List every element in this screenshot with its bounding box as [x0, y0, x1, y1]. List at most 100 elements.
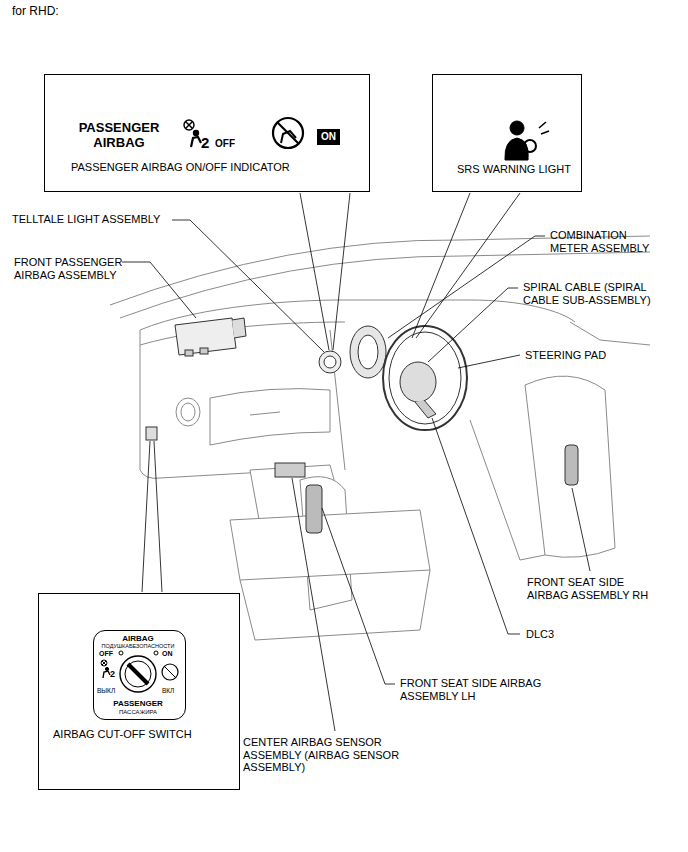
part-label: FRONT SEAT SIDE AIRBAG ASSEMBLY LH [400, 677, 550, 702]
car-interior [140, 330, 300, 478]
car-interior [250, 412, 280, 415]
car-interior [230, 510, 430, 580]
leader-line [458, 355, 520, 368]
switch-dial [120, 656, 156, 692]
components [358, 335, 378, 369]
switch-dial [162, 664, 178, 680]
switch-dial [101, 651, 178, 692]
switch-dial [102, 661, 106, 665]
leader-line [432, 418, 520, 634]
indicator-icon [184, 120, 194, 130]
switch-dial [105, 667, 108, 670]
part-label: DLC3 [526, 628, 554, 641]
node-text: ПАССАЖИРА [94, 709, 182, 716]
node-text: OFF [99, 650, 113, 658]
components [146, 318, 578, 533]
node-text: ON [162, 650, 173, 658]
leader-line [572, 488, 590, 571]
components [175, 318, 236, 355]
callout-box: AIRBAG CUT-OFF SWITCH AIRBAGПОДУШКАБЕЗОПА… [38, 593, 240, 790]
node-text: ВКЛ [162, 687, 174, 694]
part-label: SPIRAL CABLE (SPIRAL CABLE SUB-ASSEMBLY) [523, 281, 673, 306]
part-label: TELLTALE LIGHT ASSEMBLY [12, 213, 160, 226]
callout-box: PASSENGER AIRBAG 2 OFF PASSENGER AIRBAG ON/… [44, 74, 370, 192]
node-text: OFF [215, 138, 235, 150]
node-text: 2 [110, 669, 115, 679]
leader-line [300, 193, 329, 350]
indicator-icon [186, 122, 193, 129]
car-interior [525, 376, 615, 557]
components [306, 485, 322, 533]
components [200, 348, 208, 354]
components [319, 351, 341, 373]
node-text: AIRBAG [94, 634, 182, 643]
leader-line [333, 193, 350, 350]
switch-dial [154, 651, 158, 655]
node-text: PASSENGER AIRBAG [71, 121, 167, 151]
leader-line [322, 508, 395, 684]
part-label: CENTER AIRBAG SENSOR ASSEMBLY (AIRBAG SE… [243, 736, 418, 774]
srs-icon [505, 121, 549, 160]
leader-line [292, 478, 335, 731]
switch-face: AIRBAGПОДУШКАБЕЗОПАСНОСТИOFF ON 2ВЫКЛ ВКЛ PA… [93, 630, 186, 720]
components [232, 318, 246, 338]
switch-dial [101, 660, 107, 666]
node-text: ВЫКЛ [97, 687, 115, 694]
switch-dial [102, 661, 106, 665]
part-label: STEERING PAD [525, 349, 606, 362]
components [146, 427, 157, 440]
callout-box: SRS WARNING LIGHT [432, 74, 582, 192]
components [185, 350, 193, 356]
switch-dial [164, 666, 176, 678]
switch-dial [125, 661, 151, 687]
car-interior [570, 322, 650, 345]
switch-dial [128, 664, 148, 684]
leader-line [154, 441, 162, 592]
node-text: PASSENGER [94, 699, 182, 708]
node-text: PASSENGER AIRBAG ON/OFF INDICATOR [71, 161, 290, 174]
components [275, 463, 305, 477]
part-label: COMBINATION METER ASSEMBLY [550, 229, 660, 254]
srs-icon [524, 140, 536, 152]
srs-icon [539, 122, 549, 134]
car-interior [470, 420, 545, 560]
on-badge: ON [317, 129, 340, 145]
components [324, 356, 336, 368]
leader-line [142, 441, 150, 592]
car-interior [181, 403, 195, 421]
node-text: SRS WARNING LIGHT [457, 163, 571, 176]
indicator-icon [186, 122, 193, 129]
indicator-icon [194, 131, 199, 136]
leader-line [172, 220, 324, 352]
components [389, 332, 461, 424]
node-text: 2 [201, 134, 209, 151]
title: for RHD: [12, 5, 59, 19]
srs-icon [510, 121, 524, 135]
car-interior [210, 389, 330, 445]
car-interior [176, 398, 200, 426]
leader-line [416, 193, 520, 338]
part-label: FRONT PASSENGER AIRBAG ASSEMBLY [14, 256, 144, 281]
switch-dial [103, 671, 110, 678]
indicator-icon [273, 118, 303, 148]
leader-line [428, 288, 518, 362]
node-text: ПОДУШКАБЕЗОПАСНОСТИ [94, 643, 182, 649]
components [565, 445, 578, 485]
part-label: FRONT SEAT SIDE AIRBAG ASSEMBLY RH [527, 576, 652, 601]
car-interior [240, 570, 430, 640]
leader-line [388, 236, 545, 338]
leader-line [122, 262, 196, 318]
leader-line [122, 193, 590, 731]
indicator-icon [191, 137, 201, 147]
components [400, 362, 436, 402]
indicator-icon [277, 122, 299, 144]
indicator-icon [281, 131, 296, 143]
components [350, 326, 386, 378]
leader-line [412, 193, 470, 338]
components [383, 326, 467, 430]
switch-dial [119, 651, 123, 655]
components [415, 400, 436, 418]
node-text: AIRBAG CUT-OFF SWITCH [53, 728, 192, 741]
node-text: ON [321, 131, 336, 143]
